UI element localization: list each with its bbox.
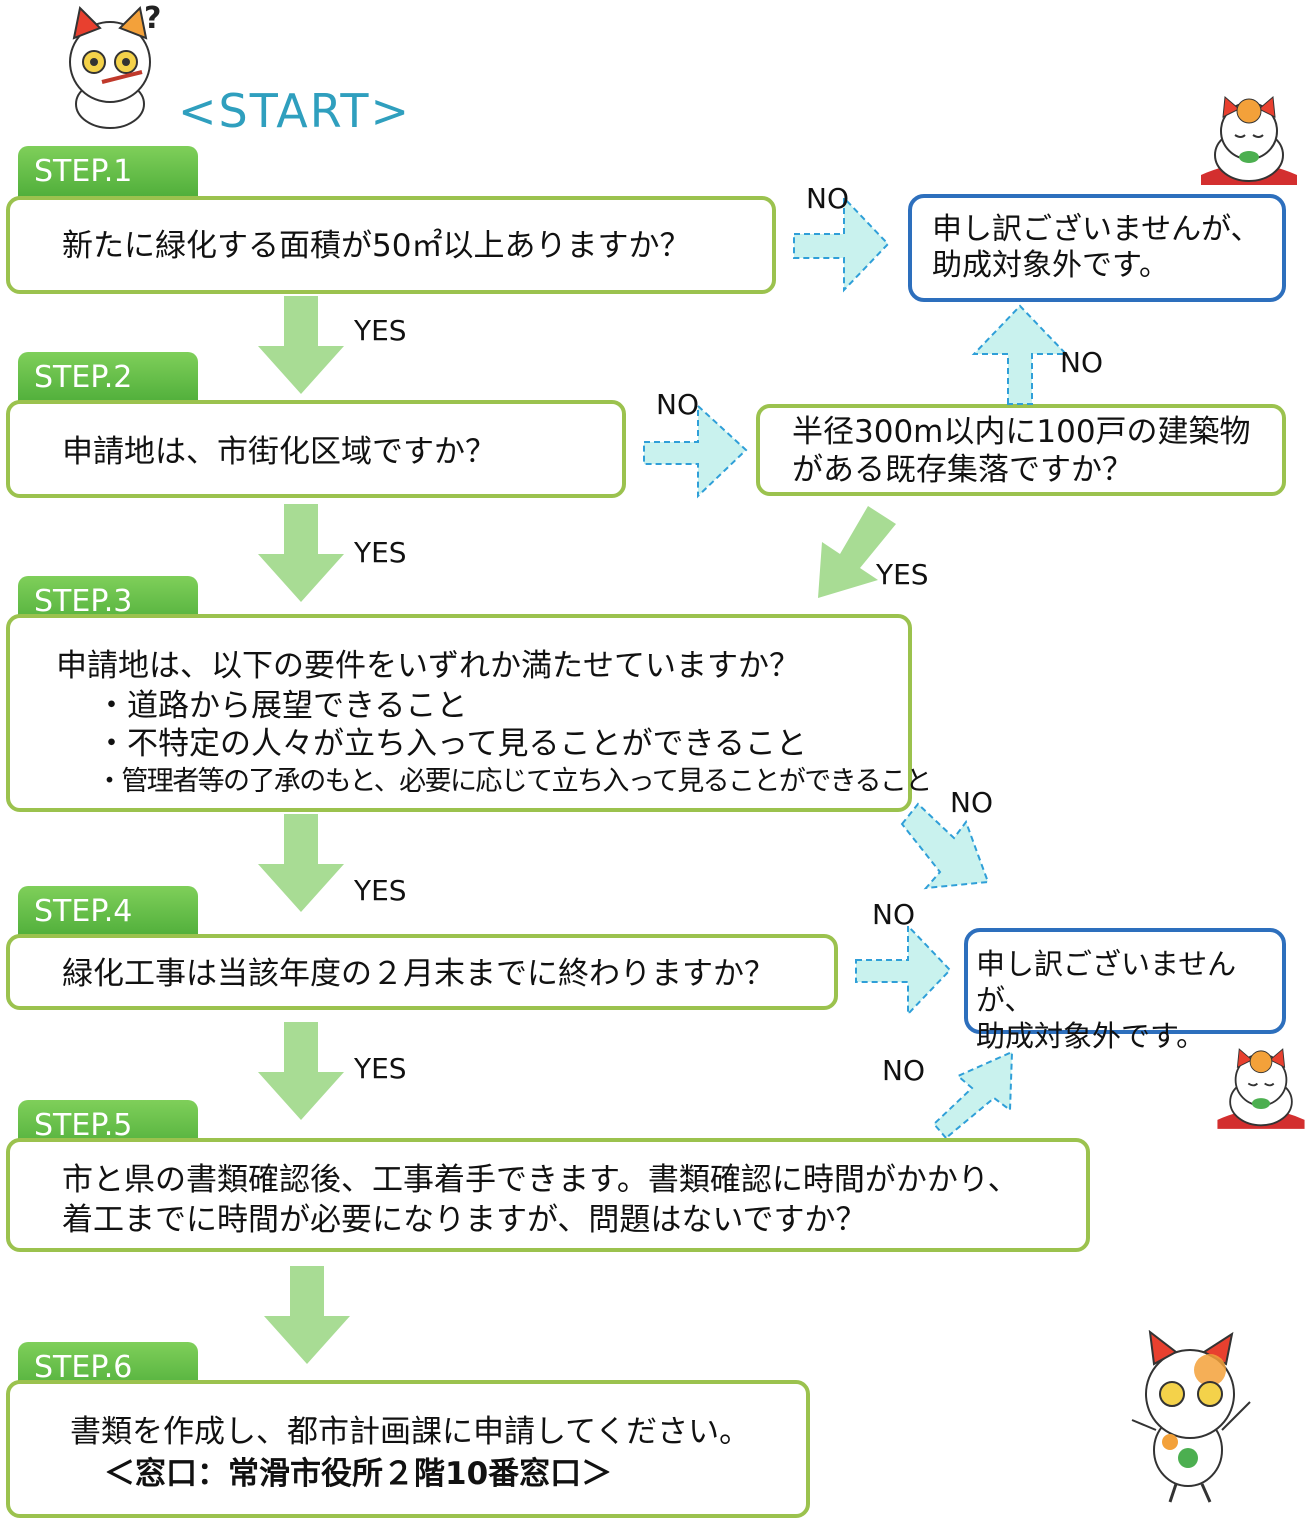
cat-mascot-dancing-icon <box>1131 1330 1251 1503</box>
step6-window: ＜窓口：常滑市役所２階10番窓口＞ <box>104 1456 613 1492</box>
reject-box-top: 申し訳ございませんが、 助成対象外です。 <box>908 194 1286 302</box>
step3-question: 申請地は、以下の要件をいずれか満たせていますか？ <box>56 648 800 684</box>
yes-label-step4: YES <box>354 1052 407 1085</box>
reject-bottom-line1: 申し訳ございませんが、 <box>976 947 1237 1017</box>
side-question-line2: がある既存集落ですか？ <box>792 452 1133 488</box>
side-question-box <box>756 404 1286 496</box>
no-label-step4: NO <box>872 898 915 931</box>
no-arrow-step1 <box>793 195 890 293</box>
reject-top-line1: 申し訳ございませんが、 <box>932 212 1261 247</box>
yes-label-diagonal: YES <box>876 558 929 591</box>
step5-line1: 市と県の書類確認後、工事着手できます。書類確認に時間がかかり、 <box>62 1162 1019 1198</box>
yes-arrow-diagonal <box>818 506 896 598</box>
yes-label-step3: YES <box>354 874 407 907</box>
yes-arrow-step1 <box>258 296 344 394</box>
yes-label-step2: YES <box>354 536 407 569</box>
step4-tab: STEP.4 <box>18 886 198 938</box>
step6-question: 書類を作成し、都市計画課に申請してください。 <box>70 1414 751 1450</box>
arrow-step5 <box>264 1266 350 1364</box>
step2-tab: STEP.2 <box>18 352 198 404</box>
step4-question: 緑化工事は当該年度の２月末までに終わりますか？ <box>62 956 775 992</box>
yes-label-step1: YES <box>354 314 407 347</box>
yes-arrow-step2 <box>258 504 344 602</box>
no-arrow-step3 <box>900 802 990 890</box>
step1-tab: STEP.1 <box>18 146 198 198</box>
reject-box-bottom: 申し訳ございませんが、 助成対象外です。 <box>964 928 1286 1053</box>
step2-question: 申請地は、市街化区域ですか？ <box>62 434 496 470</box>
no-label-step2: NO <box>656 388 699 421</box>
svg-text:?: ? <box>144 1 161 36</box>
step3-bullet2: ・不特定の人々が立ち入って見ることができること <box>96 726 807 762</box>
no-arrow-up <box>971 304 1069 405</box>
step3-bullet1: ・道路から展望できること <box>96 688 468 724</box>
side-question-line1: 半径300m以内に100戸の建築物 <box>792 414 1251 450</box>
no-label-step3: NO <box>950 786 993 819</box>
step5-line2: 着工までに時間が必要になりますが、問題はないですか？ <box>62 1202 867 1238</box>
cat-mascot-bowing-icon <box>1217 1048 1305 1129</box>
no-label-step5: NO <box>882 1054 925 1087</box>
step6-box <box>6 1380 810 1518</box>
step4-box <box>6 934 838 1010</box>
no-label-up: NO <box>1060 346 1103 379</box>
no-label-step1: NO <box>806 182 849 215</box>
step2-box <box>6 400 626 498</box>
yes-arrow-step3 <box>258 814 344 912</box>
cat-mascot-bowing-icon <box>1201 95 1297 185</box>
no-arrow-step4 <box>855 923 952 1017</box>
step1-box <box>6 196 776 294</box>
step3-bullet3: ・管理者等の了承のもと、必要に応じて立ち入って見ることができること <box>96 766 932 797</box>
no-arrow-step2 <box>643 403 748 499</box>
start-label: <START> <box>178 84 411 138</box>
step3-box <box>6 614 912 812</box>
cat-mascot-thinking-icon: ? <box>69 1 161 129</box>
step1-question: 新たに緑化する面積が50㎡以上ありますか？ <box>62 228 691 264</box>
reject-bottom-line2: 助成対象外です。 <box>976 1019 1206 1053</box>
no-arrow-step5 <box>932 1050 1014 1140</box>
yes-arrow-step4 <box>258 1022 344 1120</box>
step5-box <box>6 1138 1090 1252</box>
reject-top-line2: 助成対象外です。 <box>932 248 1169 283</box>
